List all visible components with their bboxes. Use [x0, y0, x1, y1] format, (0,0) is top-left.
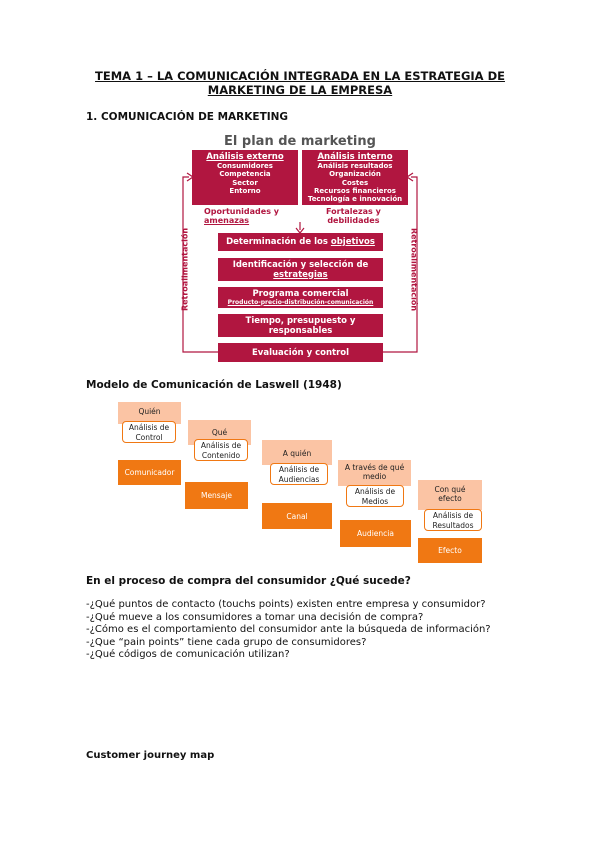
- analysis-media-line-2: Medios: [361, 496, 389, 506]
- external-heading: Análisis externo: [206, 152, 284, 162]
- analysis-content-line-1: Análisis de: [200, 441, 242, 450]
- laswell-element-audience: Audiencia: [340, 520, 411, 547]
- step-commercial-sub: Producto-precio-distribución-comunicació…: [227, 298, 374, 306]
- step-objectives-keyword: objetivos: [330, 237, 375, 247]
- title-line-2: MARKETING DE LA EMPRESA: [207, 83, 393, 97]
- step-strategies: Identificación y selección de estrategia…: [218, 258, 383, 281]
- external-item: Consumidores: [217, 162, 273, 170]
- opportunities-line-1: Oportunidades y: [204, 207, 279, 216]
- question-list: -¿Qué puntos de contacto (touchs points)…: [86, 599, 546, 662]
- external-item: Entorno: [229, 186, 261, 195]
- laswell-analysis-content: Análisis de Contenido: [194, 439, 248, 461]
- analysis-media-line-1: Análisis de: [354, 487, 396, 496]
- laswell-analysis-results: Análisis de Resultados: [424, 509, 482, 531]
- section-heading-comunicacion: 1. COMUNICACIÓN DE MARKETING: [86, 111, 289, 123]
- document-title: TEMA 1 – LA COMUNICACIÓN INTEGRADA EN LA…: [60, 69, 540, 97]
- step-objectives: Determinación de los objetivos: [218, 233, 383, 251]
- step-commercial-program: Programa comercial Producto-precio-distr…: [218, 287, 383, 308]
- question-medium-line-1: A través de qué: [344, 463, 405, 472]
- question-effect-line-2: efecto: [438, 494, 462, 503]
- strengths-label: Fortalezas y debilidades: [326, 207, 381, 225]
- laswell-heading: Modelo de Comunicación de Laswell (1948): [86, 379, 342, 391]
- step-objectives-prefix: Determinación de los: [226, 237, 331, 247]
- question-medium-line-2: medio: [362, 472, 387, 481]
- analysis-audiences-line-2: Audiencias: [278, 474, 320, 484]
- question-item: -¿Qué puntos de contacto (touchs points)…: [86, 599, 486, 610]
- internal-item: Recursos financieros: [314, 186, 396, 195]
- laswell-analysis-control: Análisis de Control: [122, 421, 176, 443]
- laswell-analysis-media: Análisis de Medios: [346, 485, 404, 507]
- internal-item: Análisis resultados: [317, 162, 393, 170]
- analysis-content-line-2: Contenido: [201, 450, 241, 460]
- strengths-line-1: Fortalezas y: [326, 207, 381, 216]
- feedback-loop-lines: [182, 172, 418, 353]
- analysis-results-line-1: Análisis de: [432, 511, 474, 520]
- step-time-budget: Tiempo, presupuesto y responsables: [218, 314, 383, 337]
- step-time-line-2: responsables: [268, 325, 333, 336]
- section-heading-purchase-process: En el proceso de compra del consumidor ¿…: [86, 575, 411, 587]
- external-item: Sector: [232, 178, 258, 187]
- step-evaluation: Evaluación y control: [218, 343, 383, 362]
- feedback-label-right: Retroalimentación: [409, 227, 419, 312]
- question-effect-line-1: Con qué: [434, 485, 466, 494]
- step-commercial-line-1: Programa comercial: [252, 288, 349, 299]
- laswell-element-message: Mensaje: [185, 482, 248, 509]
- question-item: -¿Cómo es el comportamiento del consumid…: [86, 624, 491, 635]
- strengths-line-2: debilidades: [327, 216, 380, 225]
- analysis-audiences-line-1: Análisis de: [278, 465, 320, 474]
- internal-item: Tecnología e innovación: [307, 195, 403, 204]
- question-item: -¿Qué mueve a los consumidores a tomar u…: [86, 611, 424, 623]
- analysis-control-line-1: Análisis de: [128, 423, 170, 432]
- internal-analysis-box: Análisis interno Análisis resultados Org…: [302, 150, 408, 205]
- laswell-question-effect: Con qué efecto: [418, 480, 482, 510]
- title-line-1: TEMA 1 – LA COMUNICACIÓN INTEGRADA EN LA…: [95, 69, 505, 83]
- plan-title: El plan de marketing: [224, 134, 376, 149]
- laswell-element-channel: Canal: [262, 503, 332, 529]
- opportunities-label: Oportunidades y amenazas: [204, 207, 279, 225]
- step-strategies-line-1: Identificación y selección de: [232, 259, 369, 270]
- analysis-results-line-2: Resultados: [432, 520, 474, 530]
- external-analysis-box: Análisis externo Consumidores Competenci…: [192, 150, 298, 205]
- opportunities-line-2: amenazas: [204, 216, 250, 225]
- analysis-control-line-2: Control: [135, 432, 163, 442]
- question-item: -¿Qué códigos de comunicación utilizan?: [86, 649, 290, 660]
- laswell-element-effect: Efecto: [418, 538, 482, 563]
- section-heading-customer-journey: Customer journey map: [86, 750, 215, 761]
- internal-item: Costes: [341, 178, 369, 187]
- step-evaluation-label: Evaluación y control: [251, 347, 350, 358]
- internal-item: Organización: [329, 170, 381, 179]
- laswell-question-to-whom: A quién: [262, 440, 332, 465]
- feedback-label-left: Retroalimentación: [180, 227, 190, 312]
- step-strategies-keyword: estrategias: [273, 269, 328, 280]
- external-item: Competencia: [219, 170, 271, 179]
- laswell-analysis-audiences: Análisis de Audiencias: [270, 463, 328, 485]
- laswell-element-communicator: Comunicador: [118, 460, 181, 485]
- internal-heading: Análisis interno: [317, 152, 393, 162]
- question-item: -¿Que “pain points” tiene cada grupo de …: [86, 636, 367, 648]
- step-time-line-1: Tiempo, presupuesto y: [245, 315, 356, 326]
- laswell-question-through-what: A través de qué medio: [338, 460, 411, 486]
- laswell-question-who: Quién: [118, 402, 181, 424]
